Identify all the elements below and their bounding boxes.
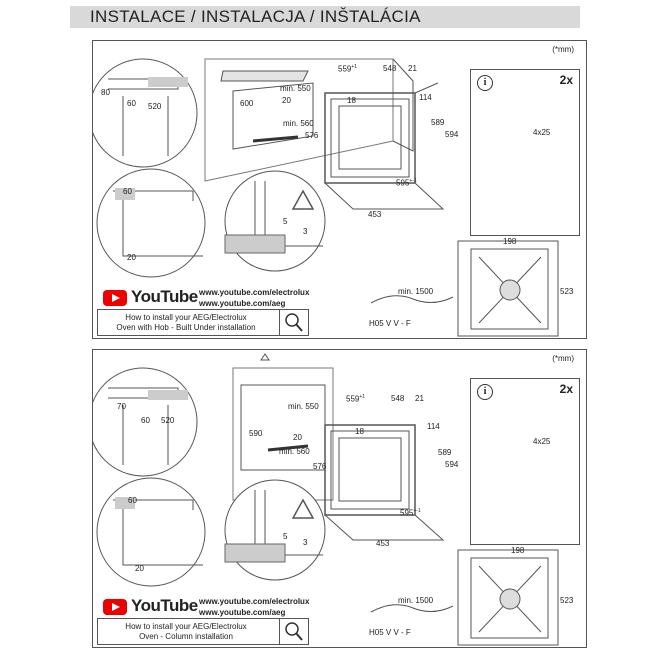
magnifier-icon xyxy=(279,619,308,644)
oven-dim-594: 594 xyxy=(445,460,459,469)
oven-dim-589: 589 xyxy=(431,118,445,127)
header-bar: INSTALACE / INSTALACJA / INŠTALÁCIA xyxy=(70,6,580,28)
oven-dim-114: 114 xyxy=(419,93,432,102)
screw-box: i 2x 4x25 xyxy=(470,378,580,545)
youtube-logo: YouTube xyxy=(101,596,198,616)
column-illustration xyxy=(93,353,559,646)
oven-dim-559: 559+1 xyxy=(338,64,358,74)
dim-520: 520 xyxy=(148,102,162,111)
dim-590: 590 xyxy=(249,429,263,438)
detail-dim-20: 20 xyxy=(135,564,144,573)
detail-dim-60: 60 xyxy=(128,496,137,505)
oven-dim-114: 114 xyxy=(427,422,440,431)
oven-dim-21: 21 xyxy=(415,394,424,403)
panel-built-under: (*mm) 80 60 520 600 min. 550 20 min. 560… xyxy=(92,40,587,339)
screw-box: i 2x 4x25 xyxy=(470,69,580,236)
screw-size: 4x25 xyxy=(533,437,551,446)
back-dim-198: 198 xyxy=(511,546,525,555)
youtube-urls: www.youtube.com/electrolux www.youtube.c… xyxy=(199,287,309,309)
detail-dim-20: 20 xyxy=(127,253,136,262)
oven-dim-589: 589 xyxy=(438,448,452,457)
cable-type: H05 V V - F xyxy=(369,628,411,637)
oven-dim-548: 548 xyxy=(391,394,405,403)
screw-count: 2x xyxy=(559,73,573,87)
panel-column: (*mm) 70 60 520 590 min. 550 20 min. 560… xyxy=(92,349,587,648)
unit-note: (*mm) xyxy=(552,45,574,54)
cable-length: min. 1500 xyxy=(398,596,434,605)
back-dim-523: 523 xyxy=(560,596,574,605)
warning-dim-3: 3 xyxy=(303,227,308,236)
howto-line-1: How to install your AEG/Electrolux xyxy=(125,622,247,631)
warning-dim-5: 5 xyxy=(283,217,288,226)
dim-min-550: min. 550 xyxy=(280,84,311,93)
cable-length: min. 1500 xyxy=(398,287,434,296)
howto-box: How to install your AEG/Electrolux Oven … xyxy=(97,309,309,336)
cable-type: H05 V V - F xyxy=(369,319,411,328)
info-icon: i xyxy=(477,75,493,91)
youtube-logo: YouTube xyxy=(101,287,198,307)
dim-20: 20 xyxy=(293,433,302,442)
page-title: INSTALACE / INSTALACJA / INŠTALÁCIA xyxy=(90,7,421,26)
warning-dim-5: 5 xyxy=(283,532,288,541)
url-aeg: www.youtube.com/aeg xyxy=(199,608,286,617)
oven-dim-595: 595+-1 xyxy=(396,178,417,188)
howto-box: How to install your AEG/Electrolux Oven … xyxy=(97,618,309,645)
youtube-play-icon xyxy=(103,290,127,306)
dim-min-560: min. 560 xyxy=(283,119,314,128)
oven-dim-21: 21 xyxy=(408,64,417,73)
url-electrolux: www.youtube.com/electrolux xyxy=(199,597,310,606)
detail-dim-60: 60 xyxy=(123,187,132,196)
unit-note: (*mm) xyxy=(552,354,574,363)
oven-dim-453: 453 xyxy=(368,210,382,219)
warning-dim-3: 3 xyxy=(303,538,308,547)
back-dim-198: 198 xyxy=(503,237,517,246)
screw-size: 4x25 xyxy=(533,128,551,137)
oven-dim-548: 548 xyxy=(383,64,397,73)
dim-80: 80 xyxy=(101,88,110,97)
oven-dim-594: 594 xyxy=(445,130,459,139)
dim-20: 20 xyxy=(282,96,291,105)
howto-line-1: How to install your AEG/Electrolux xyxy=(125,313,247,322)
howto-line-2: Oven with Hob - Built Under installation xyxy=(116,323,256,332)
back-dim-523: 523 xyxy=(560,287,574,296)
dim-min-560: min. 560 xyxy=(279,447,310,456)
oven-dim-595: 595+-1 xyxy=(400,508,421,518)
oven-dim-453: 453 xyxy=(376,539,390,548)
youtube-play-icon xyxy=(103,599,127,615)
dim-520: 520 xyxy=(161,416,175,425)
oven-dim-18: 18 xyxy=(347,96,356,105)
youtube-urls: www.youtube.com/electrolux www.youtube.c… xyxy=(199,596,309,618)
url-aeg: www.youtube.com/aeg xyxy=(199,299,286,308)
screw-count: 2x xyxy=(559,382,573,396)
dim-70: 70 xyxy=(117,402,126,411)
built-under-illustration xyxy=(93,58,559,337)
dim-60: 60 xyxy=(141,416,150,425)
info-icon: i xyxy=(477,384,493,400)
dim-min-550: min. 550 xyxy=(288,402,319,411)
url-electrolux: www.youtube.com/electrolux xyxy=(199,288,310,297)
oven-dim-18: 18 xyxy=(355,427,364,436)
oven-dim-576: 576 xyxy=(313,462,327,471)
dim-600: 600 xyxy=(240,99,254,108)
howto-line-2: Oven - Column installation xyxy=(139,632,233,641)
magnifier-icon xyxy=(279,310,308,335)
oven-dim-576: 576 xyxy=(305,131,319,140)
dim-60: 60 xyxy=(127,99,136,108)
oven-dim-559: 559+1 xyxy=(346,394,366,404)
